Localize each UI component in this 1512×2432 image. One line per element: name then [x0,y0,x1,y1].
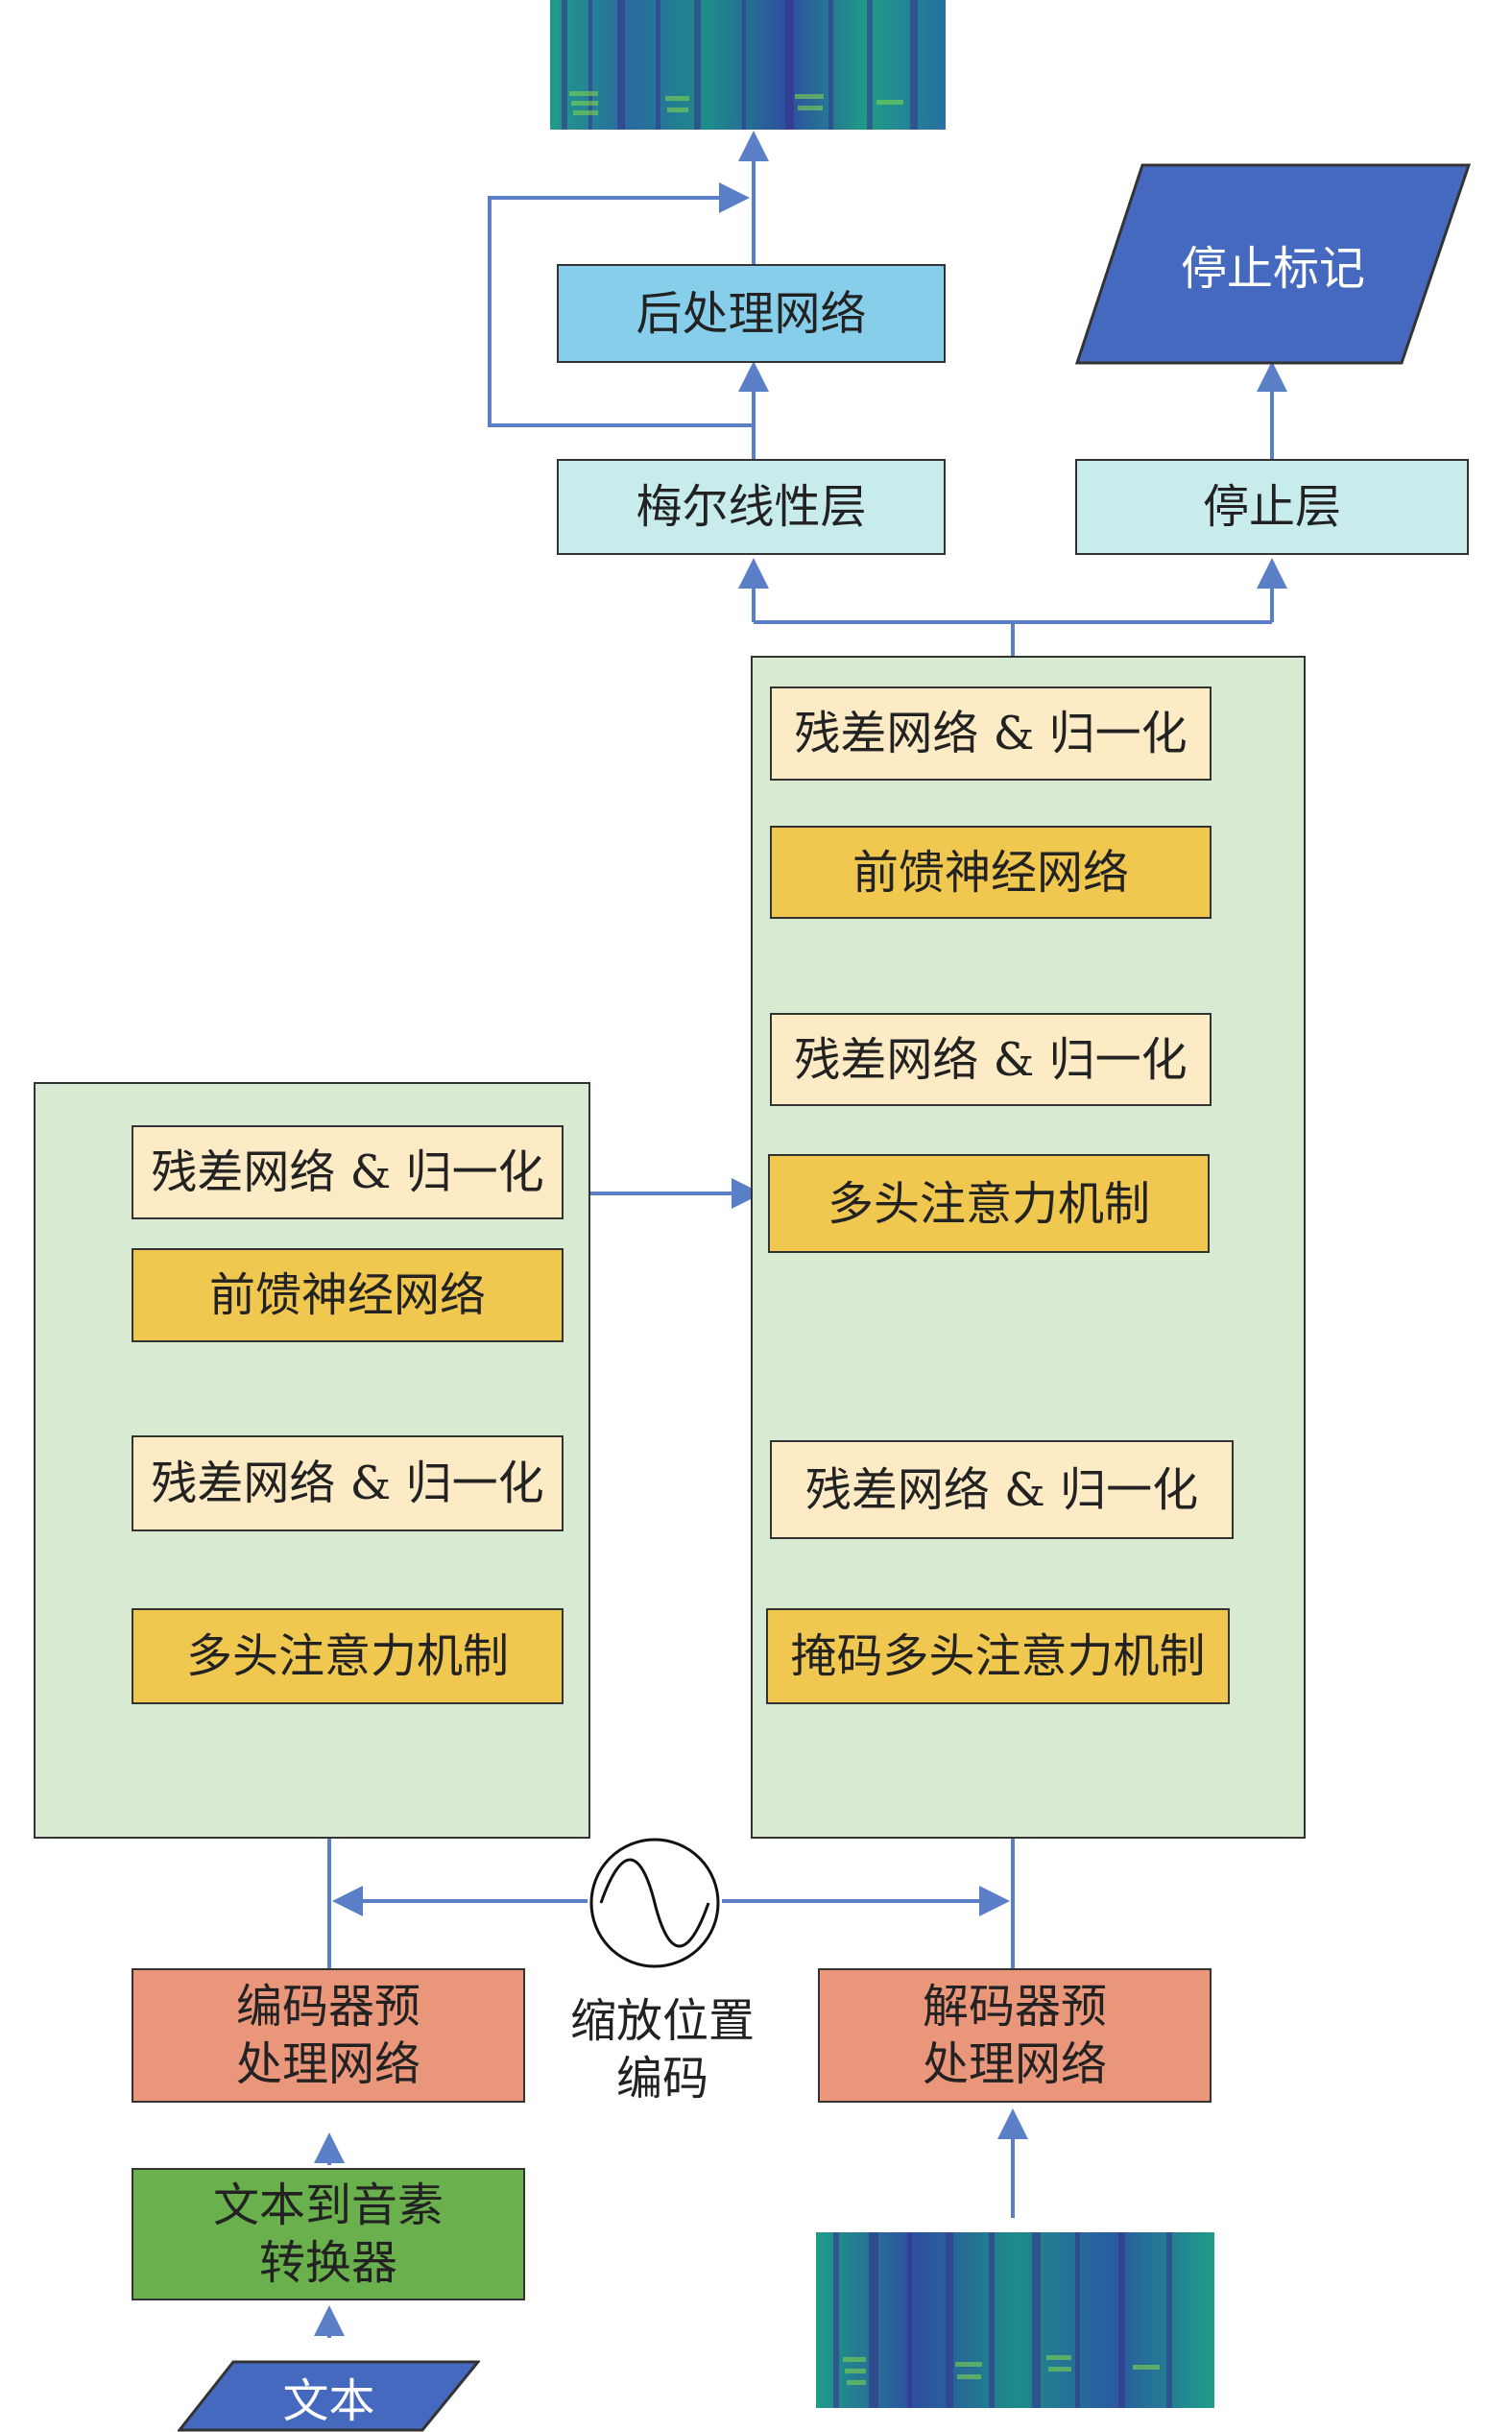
encoder-prenet-line2: 处理网络 [235,2037,420,2091]
decoder-masked-attention: 掩码多头注意力机制 [766,1608,1230,1704]
g2p-line1: 文本到音素 [212,2179,444,2232]
encoder-residual-top: 残差网络 & 归一化 [132,1125,564,1219]
encoder-prenet-box: 编码器预 处理网络 [132,1968,525,2103]
mel-linear-label: 梅尔线性层 [636,480,867,534]
decoder-prenet-box: 解码器预 处理网络 [818,1968,1212,2103]
g2p-converter-box: 文本到音素 转换器 [132,2168,525,2300]
mel-linear-box: 梅尔线性层 [557,459,946,555]
text-input-shape [178,2360,480,2432]
decoder-feed-forward-label: 前馈神经网络 [852,845,1129,900]
input-spectrogram [816,2232,1214,2408]
arrow-postnet-skip [488,182,754,427]
decoder-prenet-line2: 处理网络 [922,2037,1107,2091]
encoder-prenet-line1: 编码器预 [235,1980,420,2034]
encoder-feed-forward: 前馈神经网络 [132,1248,564,1342]
stop-linear-label: 停止层 [1202,480,1341,534]
decoder-masked-attention-label: 掩码多头注意力机制 [790,1629,1206,1683]
positional-encoding-line1: 缩放位置 [569,1994,755,2048]
encoder-multi-head-attention: 多头注意力机制 [132,1608,564,1704]
g2p-line2: 转换器 [258,2236,397,2290]
decoder-residual-bottom-label: 残差网络 & 归一化 [804,1462,1199,1517]
stop-linear-box: 停止层 [1075,459,1469,555]
spectrogram-image [550,0,946,130]
output-spectrogram [550,0,946,130]
stop-token-label: 停止标记 [1180,242,1365,296]
spectrogram-image [816,2232,1214,2408]
decoder-residual-top: 残差网络 & 归一化 [770,686,1212,781]
postnet-box: 后处理网络 [557,264,946,363]
encoder-residual-bottom-label: 残差网络 & 归一化 [151,1457,544,1510]
encoder-multi-head-attention-label: 多头注意力机制 [185,1629,509,1683]
decoder-residual-top-label: 残差网络 & 归一化 [794,707,1188,760]
decoder-residual-middle: 残差网络 & 归一化 [770,1013,1212,1106]
sine-wave-icon [589,1838,720,1968]
decoder-residual-bottom: 残差网络 & 归一化 [770,1440,1234,1539]
encoder-residual-top-label: 残差网络 & 归一化 [151,1145,544,1199]
encoder-residual-bottom: 残差网络 & 归一化 [132,1435,564,1531]
decoder-prenet-line1: 解码器预 [922,1980,1107,2034]
decoder-feed-forward: 前馈神经网络 [770,826,1212,919]
decoder-multi-head-attention-label: 多头注意力机制 [827,1176,1150,1231]
stop-token-shape [1075,163,1471,365]
positional-encoding-line2: 编码 [615,2052,708,2106]
postnet-label: 后处理网络 [636,286,867,341]
encoder-feed-forward-label: 前馈神经网络 [208,1268,486,1322]
positional-encoding-label: 缩放位置 编码 [552,1992,773,2107]
decoder-residual-middle-label: 残差网络 & 归一化 [794,1032,1188,1087]
text-input-label: 文本 [282,2373,375,2428]
decoder-multi-head-attention: 多头注意力机制 [768,1154,1210,1253]
